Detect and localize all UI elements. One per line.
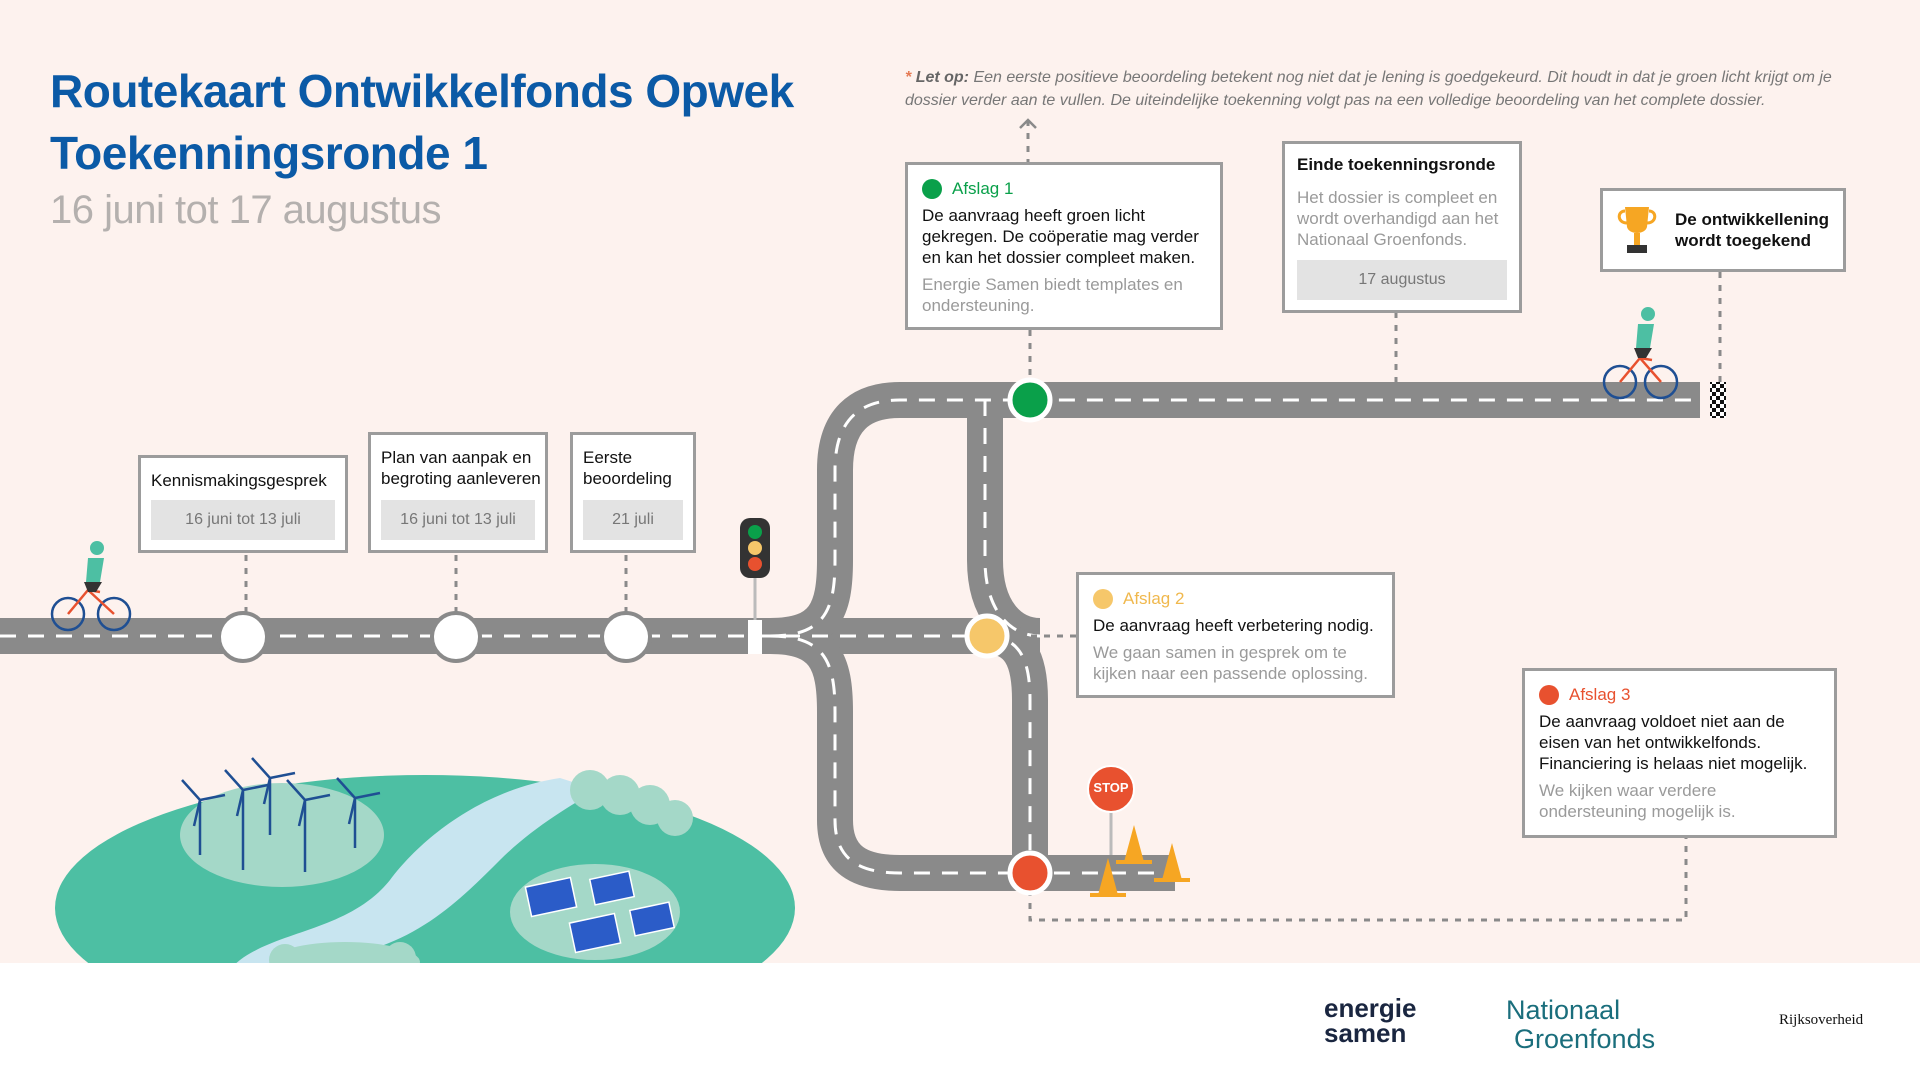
afslag-3-text: De aanvraag voldoet niet aan de eisen va…: [1539, 712, 1808, 773]
step-title: Eerste beoordeling: [583, 448, 672, 488]
step-title: Kennismakingsgesprek: [151, 471, 327, 490]
afslag-1-sub: Energie Samen biedt templates en onderst…: [922, 275, 1183, 315]
red-marker: [1007, 850, 1053, 896]
yellow-marker: [964, 613, 1010, 659]
solar-panels-icon: [524, 870, 676, 954]
nationaal-groenfonds-logo[interactable]: Nationaal Groenfonds: [1470, 996, 1670, 1056]
green-dot-icon: [922, 179, 942, 199]
page-subtitle: 16 juni tot 17 augustus: [50, 188, 442, 232]
yellow-dot-icon: [1093, 589, 1113, 609]
afslag-3-header: Afslag 3: [1539, 685, 1820, 705]
rijksoverheid-logo[interactable]: Rijksoverheid: [1718, 974, 1878, 1064]
note-lead: Let op:: [915, 69, 970, 86]
energie-samen-line-2: samen: [1324, 1018, 1407, 1048]
groenfonds-line-2: Groenfonds: [1514, 1024, 1656, 1054]
afslag-2-label: Afslag 2: [1123, 589, 1185, 608]
milestone-markers: [217, 611, 652, 663]
green-marker: [1007, 377, 1053, 423]
traffic-cones-icon: [1090, 825, 1190, 897]
footer: [0, 963, 1920, 1080]
trophy-icon: [1617, 207, 1657, 253]
finish-box: De ontwikkellening wordt toegekend: [1600, 188, 1846, 272]
afslag-1-text: De aanvraag heeft groen licht gekregen. …: [922, 206, 1199, 267]
groenfonds-line-1: Nationaal: [1506, 995, 1621, 1025]
afslag-1-header: Afslag 1: [922, 179, 1206, 199]
finish-text: De ontwikkellening wordt toegekend: [1675, 210, 1829, 250]
crosswalk: [748, 620, 762, 654]
afslag-3-sub: We kijken waar verdere ondersteuning mog…: [1539, 781, 1736, 821]
einde-text: Het dossier is compleet en wordt overhan…: [1297, 188, 1499, 249]
title-line-2: Toekenningsronde 1: [50, 127, 488, 179]
einde-box: Einde toekenningsronde Het dossier is co…: [1282, 141, 1522, 313]
disclaimer-note: * Let op: Een eerste positieve beoordeli…: [905, 66, 1865, 112]
rijksoverheid-label: Rijksoverheid: [1779, 1012, 1864, 1028]
step-title: Plan van aanpak en begroting aanleveren: [381, 448, 541, 488]
finish-flag: [1710, 382, 1726, 418]
afslag-2-box: Afslag 2 De aanvraag heeft verbetering n…: [1076, 572, 1395, 698]
cyclist-finish-icon: [1602, 356, 1679, 400]
einde-date: 17 augustus: [1297, 260, 1507, 300]
energie-samen-line-1: energie: [1324, 993, 1417, 1023]
energie-samen-logo[interactable]: energie samen: [1262, 992, 1432, 1052]
step-date: 16 juni tot 13 juli: [151, 500, 335, 540]
red-dot-icon: [1539, 685, 1559, 705]
traffic-light-icon: [740, 518, 770, 620]
afslag-2-header: Afslag 2: [1093, 589, 1378, 609]
note-text: Een eerste positieve beoordeling beteken…: [905, 69, 1832, 109]
afslag-1-label: Afslag 1: [952, 179, 1014, 198]
note-star: *: [905, 69, 912, 86]
step-date: 21 juli: [583, 500, 683, 540]
afslag-2-sub: We gaan samen in gesprek om te kijken na…: [1093, 643, 1369, 683]
afslag-3-label: Afslag 3: [1569, 685, 1631, 704]
afslag-2-text: De aanvraag heeft verbetering nodig.: [1093, 616, 1374, 635]
afslag-1-box: Afslag 1 De aanvraag heeft groen licht g…: [905, 162, 1223, 330]
stop-sign-icon: [1087, 765, 1135, 855]
step-date: 16 juni tot 13 juli: [381, 500, 535, 540]
step-box-plan: Plan van aanpak en begroting aanleveren …: [368, 432, 548, 553]
wind-turbines-icon: [181, 757, 381, 872]
step-box-kennismaking: Kennismakingsgesprek 16 juni tot 13 juli: [138, 455, 348, 553]
step-box-beoordeling: Eerste beoordeling 21 juli: [570, 432, 696, 553]
einde-title: Einde toekenningsronde: [1297, 155, 1496, 174]
page-title: Routekaart Ontwikkelfonds Opwek Toekenni…: [50, 60, 794, 184]
afslag-3-box: Afslag 3 De aanvraag voldoet niet aan de…: [1522, 668, 1837, 838]
title-line-1: Routekaart Ontwikkelfonds Opwek: [50, 65, 794, 117]
stop-sign-label: STOP: [1093, 780, 1129, 795]
